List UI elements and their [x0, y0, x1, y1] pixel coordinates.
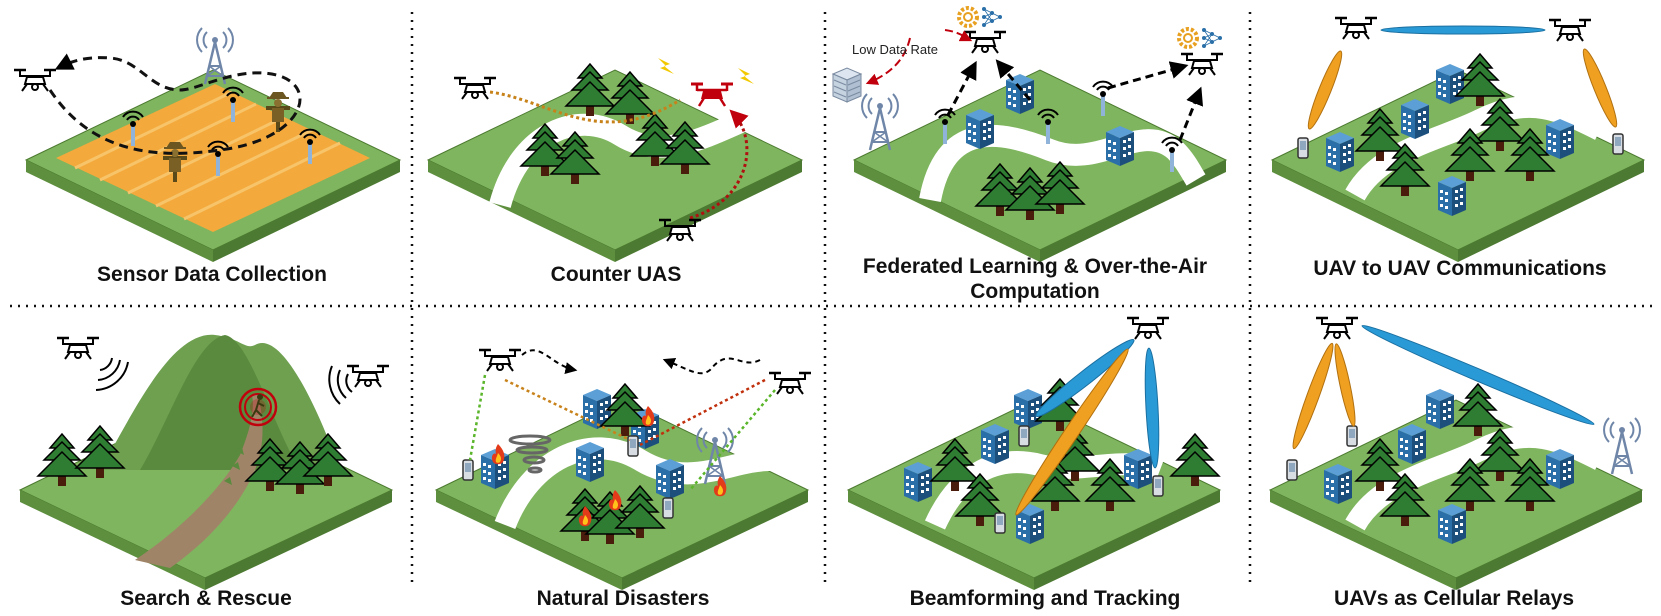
phone-icon [662, 497, 674, 519]
lightning-icon [658, 58, 674, 74]
phone-icon [1152, 475, 1164, 497]
tornado-icon [508, 434, 552, 474]
drone-icon [1333, 16, 1379, 41]
building-icon [1436, 64, 1464, 104]
drone-icon [477, 348, 523, 373]
panel-search-and-rescue [18, 334, 394, 590]
phone-icon [1297, 137, 1309, 159]
drone-icon [1314, 316, 1360, 341]
building-icon [904, 462, 932, 502]
low-data-rate-label: Low Data Rate [852, 42, 938, 57]
drone-icon [1179, 52, 1225, 77]
hiker-icon [251, 394, 265, 418]
caption-sensor-data-collection: Sensor Data Collection [97, 263, 327, 286]
building-icon [1438, 504, 1466, 544]
phone-icon [1612, 133, 1624, 155]
drone-icon [1547, 18, 1593, 43]
phone-icon [627, 435, 639, 457]
building-icon [1398, 424, 1426, 464]
phone-icon [994, 512, 1006, 534]
drone-icon [689, 82, 735, 108]
building-icon [1014, 389, 1042, 429]
caption-cellular-relays: UAVs as Cellular Relays [1333, 587, 1575, 610]
caption-natural-disasters: Natural Disasters [536, 587, 710, 610]
panel-cellular-relays [1268, 316, 1644, 590]
caption-uav-to-uav: UAV to UAV Communications [1313, 257, 1607, 280]
building-icon [1326, 132, 1354, 172]
tower-icon [1602, 416, 1642, 476]
panel-sensor-data-collection [12, 26, 402, 262]
drone-icon [452, 76, 498, 101]
building-icon [1401, 99, 1429, 139]
crop-field [56, 84, 370, 232]
fire-icon [641, 406, 655, 427]
caption-federated-line-1: Federated Learning & Over-the-Air [862, 255, 1208, 278]
building-icon [1006, 74, 1034, 114]
panel-beamforming [846, 316, 1222, 590]
panel-natural-disasters [434, 348, 813, 590]
building-icon [1124, 449, 1152, 489]
building-icon [1546, 119, 1574, 159]
trail [135, 395, 263, 568]
building-icon [1546, 449, 1574, 489]
drone-icon [12, 68, 58, 93]
panel-uav-to-uav [1270, 16, 1646, 262]
drone-icon [962, 30, 1008, 55]
panel-separators [10, 12, 1655, 588]
building-icon [1324, 464, 1352, 504]
building-icon [656, 459, 684, 499]
building-icon [576, 442, 604, 482]
drone-icon [1125, 316, 1171, 341]
building-icon [1438, 176, 1466, 216]
caption-federated-learning: Federated Learning & Over-the-Air Comput… [845, 254, 1225, 304]
panel-counter-uas [426, 58, 804, 262]
phone-icon [1286, 459, 1298, 481]
hiker-target [238, 387, 278, 427]
phone-icon [462, 459, 474, 481]
phone-icon [1346, 425, 1358, 447]
fire-icon [491, 444, 505, 465]
caption-beamforming: Beamforming and Tracking [909, 587, 1181, 610]
building-icon [981, 424, 1009, 464]
phone-icon [1018, 425, 1030, 447]
server-icon [832, 67, 862, 103]
caption-search-and-rescue: Search & Rescue [120, 587, 292, 610]
caption-federated-line-2: Computation [970, 280, 1100, 303]
building-icon [1106, 126, 1134, 166]
ml-model-icon [957, 5, 1004, 29]
building-icon [966, 109, 994, 149]
lightning-icon [738, 68, 754, 84]
drone-icon [345, 364, 391, 389]
caption-counter-uas: Counter UAS [550, 263, 682, 286]
drone-icon [55, 336, 101, 361]
panel-federated-learning [832, 5, 1228, 262]
ml-model-icon [1177, 26, 1224, 50]
building-icon [1426, 389, 1454, 429]
